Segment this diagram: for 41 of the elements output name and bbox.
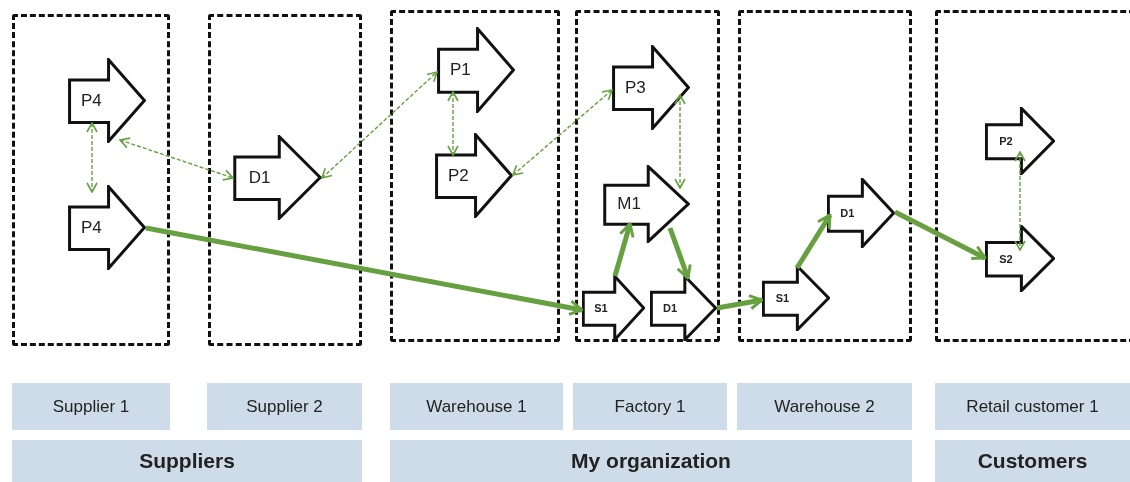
group-label: Customers: [935, 440, 1130, 482]
dashed-boundary-box: [208, 14, 362, 346]
step-code: S2: [999, 252, 1013, 265]
dashed-double-arrow: [512, 89, 613, 176]
dashed-boundary-box: [390, 10, 560, 342]
column-label: Supplier 1: [12, 383, 170, 430]
arrow: [893, 209, 987, 261]
dashed-double-arrow: [86, 122, 98, 193]
dashed-double-arrow: [674, 94, 686, 189]
dashed-boundary-box: [935, 10, 1130, 342]
column-label: Supplier 2: [207, 383, 362, 430]
step-code: S1: [594, 302, 608, 314]
step-code: P2: [448, 165, 469, 186]
step-code: D1: [840, 207, 855, 219]
step-code: M1: [617, 194, 641, 214]
dashed-double-arrow: [119, 137, 234, 181]
step-code: P4: [81, 90, 102, 111]
step-code: P4: [81, 217, 102, 238]
dashed-boundary-box: [738, 10, 912, 342]
arrow: [667, 227, 692, 280]
step-code: P2: [999, 135, 1013, 147]
group-label: Suppliers: [12, 440, 362, 482]
arrow: [612, 222, 635, 277]
dashed-double-arrow: [321, 71, 438, 179]
group-label: My organization: [390, 440, 912, 482]
dashed-boundary-box: [575, 10, 720, 342]
step-code: S1: [775, 292, 790, 304]
column-label: Warehouse 1: [390, 383, 563, 430]
arrow: [145, 225, 584, 316]
dashed-double-arrow: [447, 91, 459, 156]
arrow: [794, 213, 833, 270]
arrow: [716, 294, 764, 311]
step-code: P3: [625, 77, 646, 98]
dashed-double-arrow: [1014, 151, 1026, 251]
dashed-boundary-box: [12, 14, 170, 346]
column-label: Retail customer 1: [935, 383, 1130, 430]
step-code: D1: [248, 167, 271, 188]
step-code: P1: [450, 60, 471, 80]
column-label: Warehouse 2: [737, 383, 912, 430]
column-label: Factory 1: [573, 383, 727, 430]
step-code: D1: [663, 302, 678, 314]
